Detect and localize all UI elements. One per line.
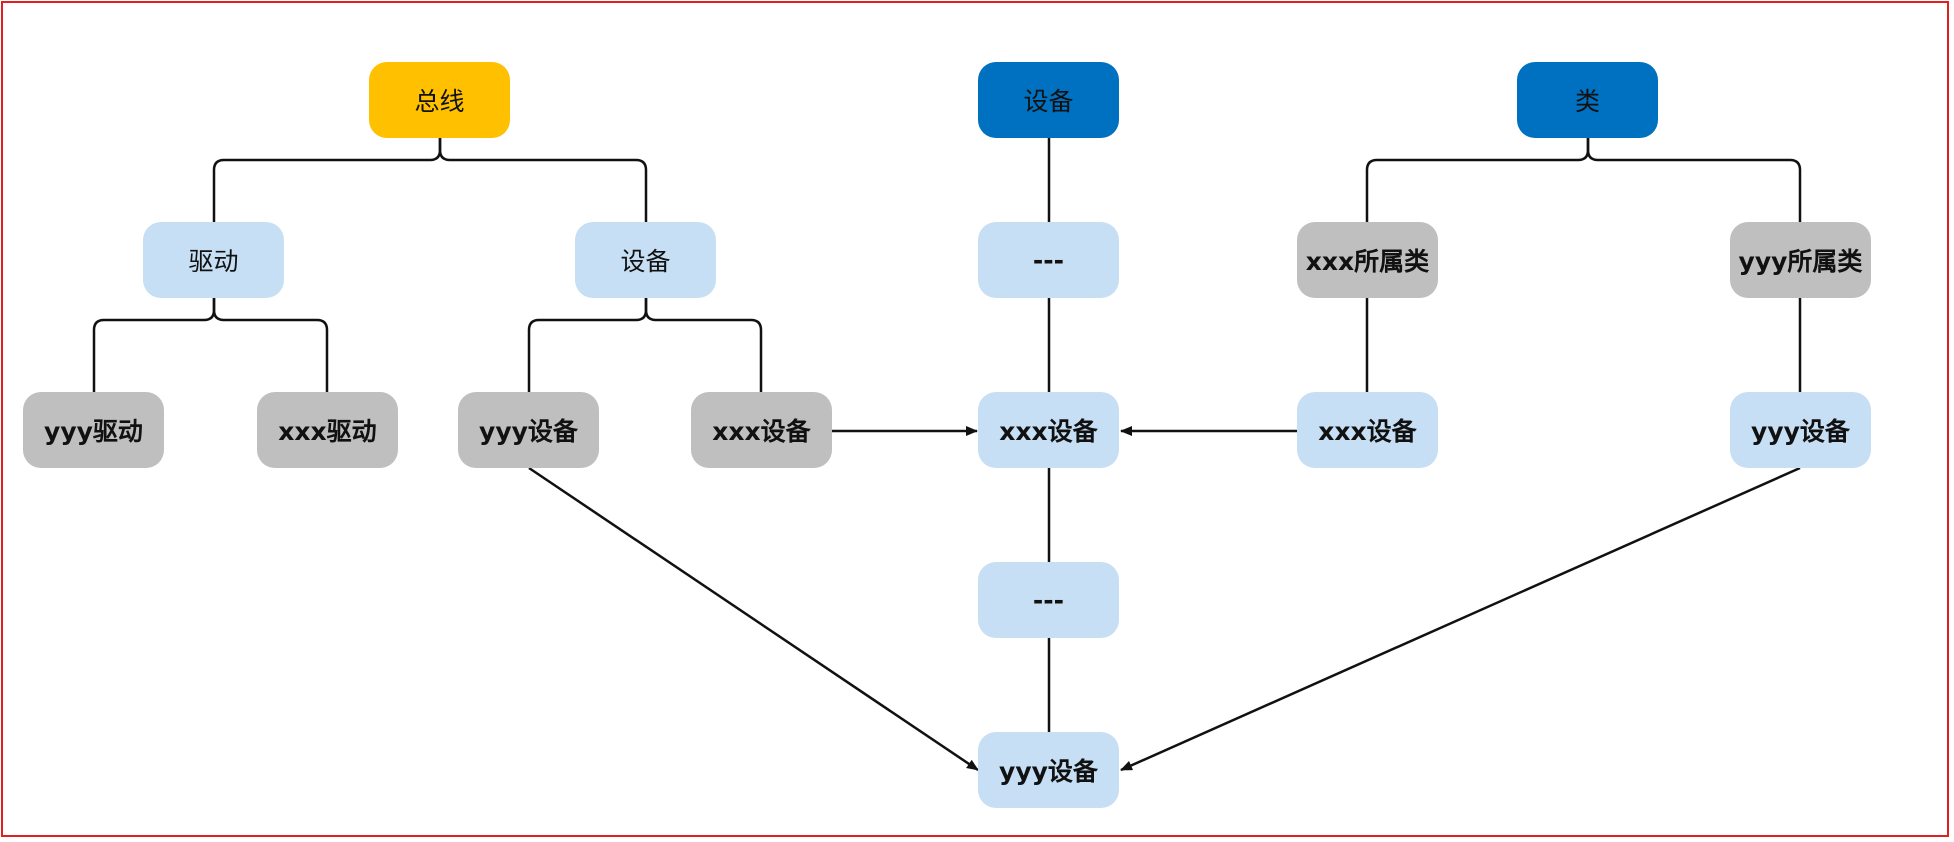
node-yyy-driver: yyy驱动	[23, 392, 164, 468]
node-dash-top: ---	[978, 222, 1119, 298]
arrow-yyy-bus-device-to-center	[528, 466, 979, 772]
node-bus-device: 设备	[575, 222, 716, 298]
connector-driver-to-yyy-driver	[92, 298, 216, 394]
connector-bus-to-driver	[212, 138, 442, 224]
node-xxx-center-device: xxx设备	[978, 392, 1119, 468]
connector-driver-to-xxx-driver	[212, 298, 329, 394]
node-xxx-class-device: xxx设备	[1297, 392, 1438, 468]
node-xxx-driver: xxx驱动	[257, 392, 398, 468]
node-yyy-bus-device: yyy设备	[458, 392, 599, 468]
node-yyy-class: yyy所属类	[1730, 222, 1871, 298]
connector-busdevice-to-xxx	[644, 298, 763, 394]
node-class-root: 类	[1517, 62, 1658, 138]
connector-class-to-xxx-class	[1365, 138, 1590, 224]
node-xxx-class: xxx所属类	[1297, 222, 1438, 298]
connector-busdevice-to-yyy	[527, 298, 648, 394]
node-device-root: 设备	[978, 62, 1119, 138]
node-xxx-bus-device: xxx设备	[691, 392, 832, 468]
node-yyy-class-device: yyy设备	[1730, 392, 1871, 468]
node-bus-root: 总线	[369, 62, 510, 138]
arrow-yyy-class-device-to-center	[1120, 466, 1801, 772]
node-driver: 驱动	[143, 222, 284, 298]
node-dash-bottom: ---	[978, 562, 1119, 638]
connector-class-to-yyy-class	[1586, 138, 1802, 224]
node-yyy-center-device: yyy设备	[978, 732, 1119, 808]
connector-bus-to-device	[438, 138, 648, 224]
